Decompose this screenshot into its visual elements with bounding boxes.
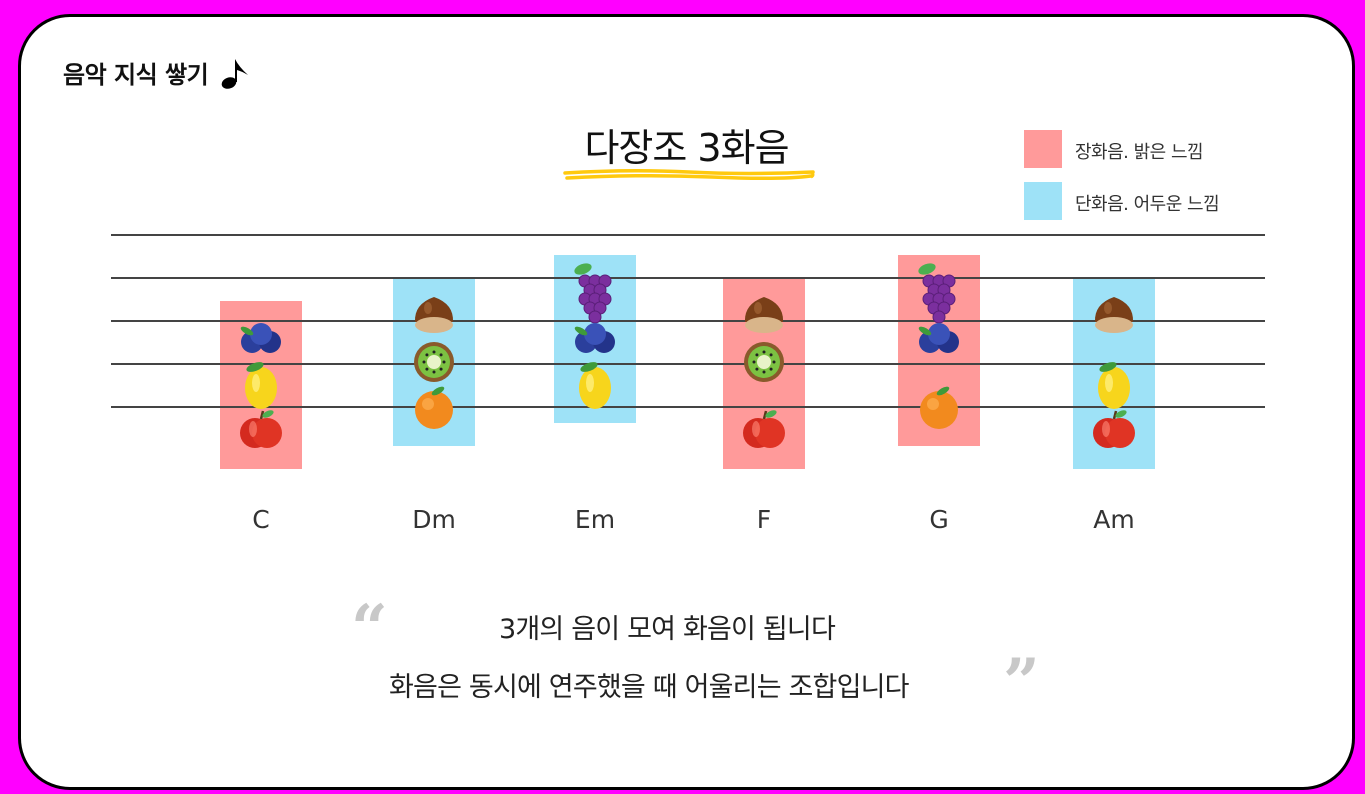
lemon-icon bbox=[579, 362, 611, 409]
close-quote-icon: ” bbox=[1003, 645, 1040, 720]
main-title: 다장조 3화음 bbox=[21, 117, 1352, 172]
apple-icon bbox=[240, 410, 282, 448]
content-card: 음악 지식 쌓기 다장조 3화음 장화음. 밝은 느낌 단화음. 어두운 느낌 … bbox=[18, 14, 1355, 790]
header-title-text: 음악 지식 쌓기 bbox=[63, 61, 209, 89]
lemon-icon bbox=[1098, 362, 1130, 409]
legend-swatch-minor bbox=[1024, 182, 1062, 220]
grape-icon bbox=[918, 263, 956, 324]
lemon-icon bbox=[245, 362, 277, 409]
kiwi-icon bbox=[744, 342, 784, 382]
apple-icon bbox=[1093, 410, 1135, 448]
staff-diagram bbox=[111, 234, 1265, 469]
grape-icon bbox=[574, 263, 612, 324]
main-title-text: 다장조 3화음 bbox=[584, 126, 789, 170]
chestnut-icon bbox=[414, 297, 454, 333]
blueberry-icon bbox=[240, 323, 281, 353]
chord-label-dm: Dm bbox=[412, 505, 456, 534]
legend-swatch-major bbox=[1024, 130, 1062, 168]
apple-icon bbox=[743, 410, 785, 448]
music-note-icon bbox=[221, 59, 249, 89]
blueberry-icon bbox=[574, 323, 615, 353]
open-quote-icon: “ bbox=[351, 591, 388, 666]
chestnut-icon bbox=[1094, 297, 1134, 333]
orange-icon bbox=[920, 386, 958, 429]
blueberry-icon bbox=[918, 323, 959, 353]
chord-label-em: Em bbox=[574, 505, 616, 534]
chord-label-am: Am bbox=[1093, 505, 1135, 534]
legend-label-minor: 단화음. 어두운 느낌 bbox=[1075, 194, 1220, 215]
legend-label-major: 장화음. 밝은 느낌 bbox=[1075, 142, 1204, 163]
quote-line-2: 화음은 동시에 연주했을 때 어울리는 조합입니다 bbox=[389, 672, 910, 703]
kiwi-icon bbox=[414, 342, 454, 382]
chord-label-f: F bbox=[756, 505, 772, 534]
chord-label-c: C bbox=[252, 505, 270, 534]
chord-label-g: G bbox=[929, 505, 949, 534]
quote-line-1: 3개의 음이 모여 화음이 됩니다 bbox=[499, 614, 836, 645]
chestnut-icon bbox=[744, 297, 784, 333]
title-underline bbox=[563, 168, 815, 181]
orange-icon bbox=[415, 386, 453, 429]
header-title: 음악 지식 쌓기 bbox=[63, 55, 250, 90]
